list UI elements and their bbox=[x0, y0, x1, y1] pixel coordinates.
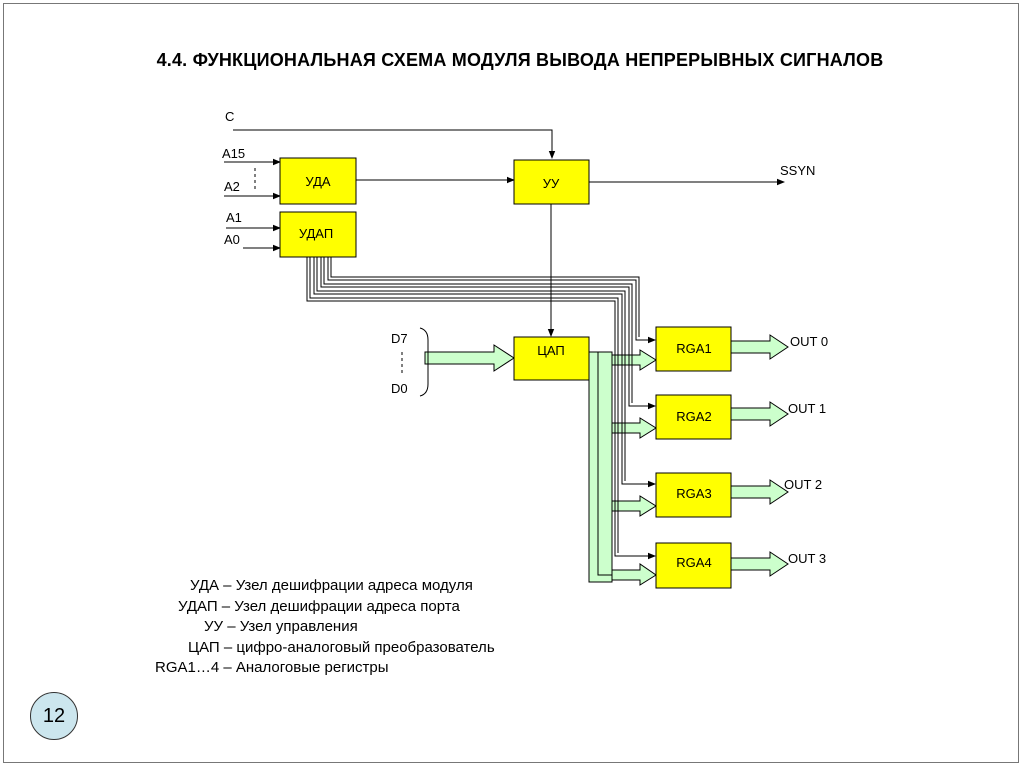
udap-select-lines bbox=[306, 257, 656, 560]
block-rga4: RGA4 bbox=[655, 542, 732, 589]
label-out-1: OUT 1 bbox=[788, 401, 826, 416]
bus-out-1 bbox=[730, 401, 789, 427]
bus-branch-rga4 bbox=[611, 563, 657, 586]
slide-frame bbox=[3, 3, 1019, 763]
bus-out-2 bbox=[730, 479, 789, 505]
bus-branch-rga3 bbox=[611, 495, 657, 517]
label-a1: A1 bbox=[226, 210, 242, 225]
label-d7: D7 bbox=[391, 331, 408, 346]
label-ssyn: SSYN bbox=[780, 163, 815, 178]
block-udap-label: УДАП bbox=[299, 226, 333, 241]
bus-out-0 bbox=[730, 334, 789, 360]
label-out-0: OUT 0 bbox=[790, 334, 828, 349]
block-rga3-label: RGA3 bbox=[676, 486, 711, 501]
label-a2: A2 bbox=[224, 179, 240, 194]
legend-item: ЦАП – цифро-аналоговый преобразователь bbox=[188, 638, 495, 656]
block-dac-label: ЦАП bbox=[537, 343, 565, 358]
label-out-2: OUT 2 bbox=[784, 477, 822, 492]
block-rga1-label: RGA1 bbox=[676, 341, 711, 356]
bus-branch-rga2 bbox=[611, 417, 657, 439]
block-rga4-label: RGA4 bbox=[676, 555, 711, 570]
block-uu: УУ bbox=[513, 159, 590, 205]
data-bracket bbox=[419, 327, 429, 397]
block-dac: ЦАП bbox=[513, 336, 590, 381]
block-uda-label: УДА bbox=[305, 174, 330, 189]
block-rga3: RGA3 bbox=[655, 472, 732, 518]
label-d0: D0 bbox=[391, 381, 408, 396]
block-uu-label: УУ bbox=[543, 176, 560, 191]
label-out-3: OUT 3 bbox=[788, 551, 826, 566]
legend-item: RGA1…4 – Аналоговые регистры bbox=[155, 659, 389, 676]
legend-item: УУ – Узел управления bbox=[204, 618, 358, 635]
label-c: C bbox=[225, 109, 234, 124]
block-rga1: RGA1 bbox=[655, 326, 732, 372]
legend: УДА – Узел дешифрации адреса модуля УДАП… bbox=[140, 576, 560, 679]
block-uda: УДА bbox=[279, 157, 357, 205]
legend-item: УДА – Узел дешифрации адреса модуля bbox=[190, 577, 473, 594]
bus-out-3 bbox=[730, 551, 789, 577]
line-c bbox=[233, 129, 556, 159]
data-bus-input bbox=[424, 344, 515, 372]
label-a15: A15 bbox=[222, 146, 245, 161]
bus-branch-rga1 bbox=[611, 349, 657, 371]
slide-title: 4.4. ФУНКЦИОНАЛЬНАЯ СХЕМА МОДУЛЯ ВЫВОДА … bbox=[156, 50, 884, 70]
legend-item: УДАП – Узел дешифрации адреса порта bbox=[178, 597, 460, 615]
block-rga2: RGA2 bbox=[655, 394, 732, 440]
block-rga2-label: RGA2 bbox=[676, 409, 711, 424]
page-number-badge: 12 bbox=[30, 692, 78, 740]
label-a0: A0 bbox=[224, 232, 240, 247]
dac-output-bus-trunk-inner bbox=[597, 351, 613, 576]
block-udap: УДАП bbox=[279, 211, 357, 258]
